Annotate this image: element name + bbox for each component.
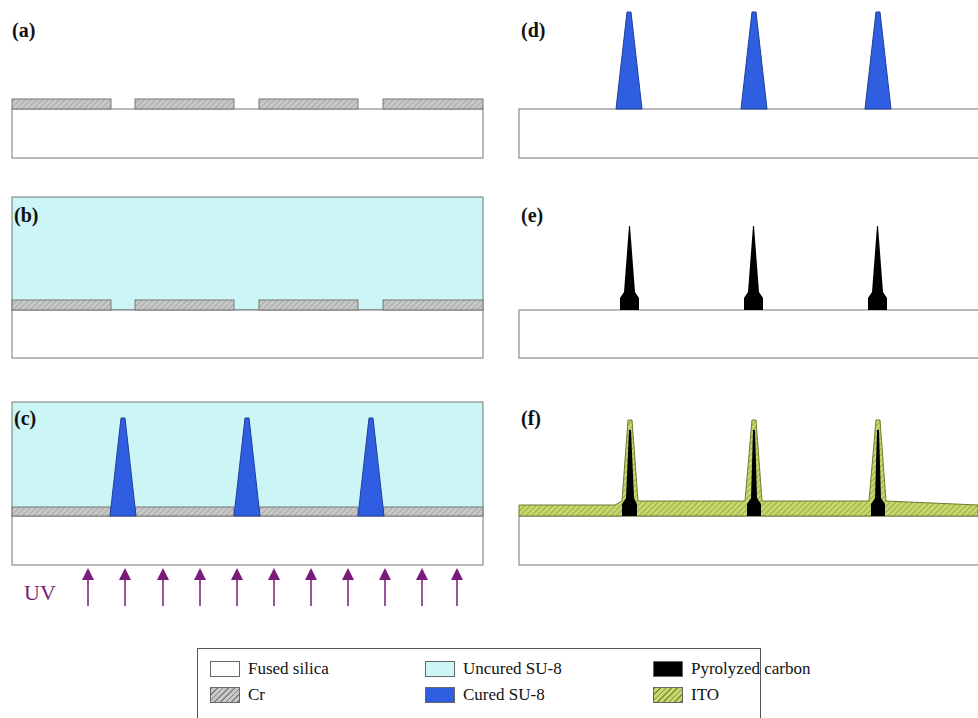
legend-entry: ITO [653, 686, 719, 704]
panel-label: (c) [14, 408, 36, 428]
legend-box: Fused silicaUncured SU-8Pyrolyzed carbon… [197, 648, 761, 718]
panel-label: (e) [521, 205, 543, 225]
legend-swatch [425, 687, 455, 703]
legend-swatch [210, 661, 240, 677]
legend-swatch [653, 687, 683, 703]
panel-label: (b) [14, 205, 38, 225]
panel-label: (f) [521, 408, 541, 428]
legend-entry: Cr [210, 686, 265, 704]
legend-text: ITO [691, 685, 719, 705]
legend-entry: Pyrolyzed carbon [653, 660, 810, 678]
legend-swatch [210, 687, 240, 703]
legend-text: Cured SU-8 [463, 685, 545, 705]
legend-swatch [425, 661, 455, 677]
legend-entry: Fused silica [210, 660, 329, 678]
legend-swatch [653, 661, 683, 677]
uv-label: UV [24, 582, 56, 604]
panel-label: (a) [12, 20, 35, 40]
panel-label: (d) [521, 20, 545, 40]
legend-entry: Uncured SU-8 [425, 660, 562, 678]
legend-text: Uncured SU-8 [463, 659, 562, 679]
legend-text: Cr [248, 685, 265, 705]
legend-text: Fused silica [248, 659, 329, 679]
legend-text: Pyrolyzed carbon [691, 659, 810, 679]
legend-entry: Cured SU-8 [425, 686, 545, 704]
